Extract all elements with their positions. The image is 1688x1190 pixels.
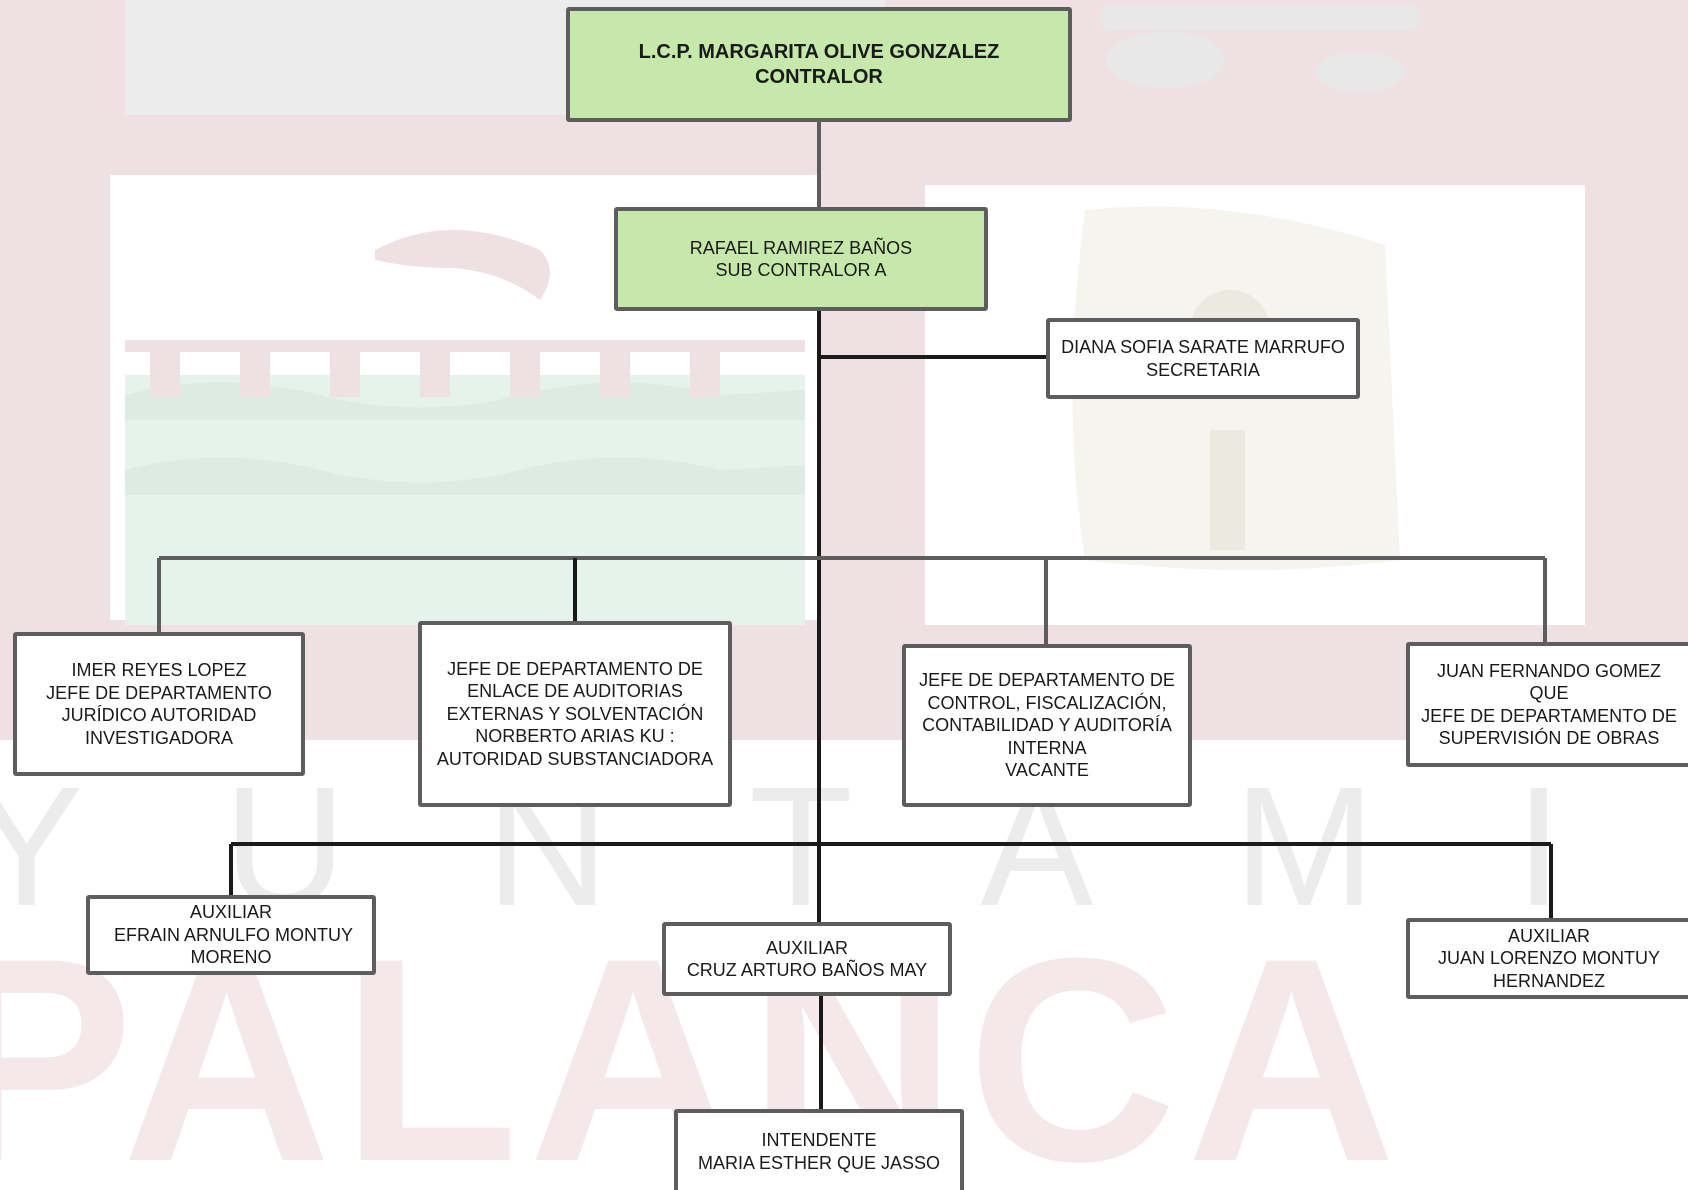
node-intendente-title: INTENDENTE [761,1130,877,1150]
node-intendente: INTENDENTE MARIA ESTHER QUE JASSO [674,1109,964,1190]
node-contralor-title: CONTRALOR [755,65,883,88]
node-jefe-obras-line: JUAN FERNANDO GOMEZ [1436,660,1661,681]
node-jefe-control-line: JEFE DE DEPARTAMENTO DE [919,670,1175,691]
node-secretaria: DIANA SOFIA SARATE MARRUFO SECRETARIA [1046,318,1360,399]
node-jefe-juridico-line: IMER REYES LOPEZ [71,660,247,680]
node-auxiliar-juan-title: AUXILIAR [1507,925,1591,946]
node-contralor: L.C.P. MARGARITA OLIVE GONZALEZ CONTRALO… [566,7,1072,122]
node-jefe-enlace-line: AUTORIDAD SUBSTANCIADORA [436,748,714,769]
node-sub-contralor-title: SUB CONTRALOR A [715,260,887,280]
node-jefe-control-line: INTERNA [1007,737,1087,758]
node-jefe-control-line: VACANTE [1005,760,1089,781]
node-jefe-obras-line: SUPERVISIÓN DE OBRAS [1438,728,1660,748]
node-jefe-enlace-line: JEFE DE DEPARTAMENTO DE [447,658,703,679]
node-auxiliar-efrain-name: EFRAIN ARNULFO MONTUY [108,924,354,945]
node-jefe-obras-line: JEFE DE DEPARTAMENTO DE [1421,705,1677,726]
node-jefe-control-line: CONTABILIDAD Y AUDITORÍA [922,715,1172,736]
node-jefe-obras-line: QUE [1529,683,1569,703]
node-auxiliar-efrain-name-2: MORENO [190,947,272,968]
node-jefe-juridico-line: INVESTIGADORA [84,727,234,748]
node-jefe-enlace-line: ENLACE DE AUDITORIAS [467,681,683,702]
node-auxiliar-cruz-name: CRUZ ARTURO BAÑOS MAY [686,960,928,980]
node-sub-contralor: RAFAEL RAMIREZ BAÑOS SUB CONTRALOR A [614,207,988,311]
node-auxiliar-juan-name-2: HERNANDEZ [1492,970,1605,991]
node-auxiliar-juan: AUXILIAR JUAN LORENZO MONTUY HERNANDEZ [1406,918,1688,999]
node-jefe-juridico: IMER REYES LOPEZ JEFE DE DEPARTAMENTO JU… [13,632,305,776]
node-jefe-control-line: CONTROL, FISCALIZACIÓN, [927,692,1167,713]
node-secretaria-title: SECRETARIA [1146,359,1260,380]
node-jefe-enlace-line: EXTERNAS Y SOLVENTACIÓN [446,703,704,724]
node-contralor-name: L.C.P. MARGARITA OLIVE GONZALEZ [638,40,1000,63]
node-jefe-juridico-line: JURÍDICO AUTORIDAD [61,705,257,725]
node-jefe-enlace-line: NORBERTO ARIAS KU : [475,726,675,747]
emblem-top-ornament [1100,5,1420,92]
node-intendente-name: MARIA ESTHER QUE JASSO [697,1152,941,1173]
node-auxiliar-efrain-title: AUXILIAR [189,902,273,923]
node-jefe-enlace: JEFE DE DEPARTAMENTO DE ENLACE DE AUDITO… [418,621,732,807]
node-jefe-juridico-line: JEFE DE DEPARTAMENTO [46,682,272,703]
node-secretaria-name: DIANA SOFIA SARATE MARRUFO [1061,337,1345,357]
node-auxiliar-cruz: AUXILIAR CRUZ ARTURO BAÑOS MAY [662,922,952,996]
node-sub-contralor-name: RAFAEL RAMIREZ BAÑOS [689,237,913,258]
emblem-landscape [125,230,805,625]
node-jefe-control: JEFE DE DEPARTAMENTO DE CONTROL, FISCALI… [902,644,1192,807]
node-auxiliar-juan-name: JUAN LORENZO MONTUY [1437,948,1660,969]
node-auxiliar-cruz-title: AUXILIAR [765,937,849,958]
node-auxiliar-efrain: AUXILIAR EFRAIN ARNULFO MONTUY MORENO [86,895,376,975]
node-jefe-obras: JUAN FERNANDO GOMEZ QUE JEFE DE DEPARTAM… [1406,642,1688,767]
